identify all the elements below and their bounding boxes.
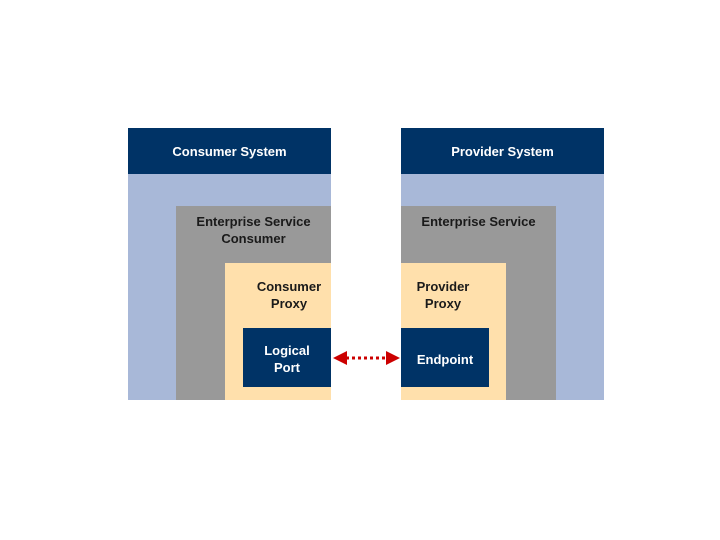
provider-proxy-label: Provider Proxy xyxy=(416,279,470,311)
logical-port-label: Logical Port xyxy=(264,343,310,375)
consumer-system-label: Consumer System xyxy=(172,144,287,159)
endpoint-label: Endpoint xyxy=(416,352,474,367)
consumer-system-header xyxy=(128,128,331,174)
logical-port-box xyxy=(243,328,331,387)
arrow-head-right xyxy=(386,351,400,365)
provider-system-header xyxy=(401,128,604,174)
arrow-head-left xyxy=(333,351,347,365)
consumer-proxy-label: Consumer Proxy xyxy=(256,279,322,311)
enterprise-service-label: Enterprise Service xyxy=(421,214,536,229)
enterprise-service-consumer-label: Enterprise Service Consumer xyxy=(196,214,311,246)
endpoint-box xyxy=(401,328,489,387)
provider-system-label: Provider System xyxy=(451,144,554,159)
